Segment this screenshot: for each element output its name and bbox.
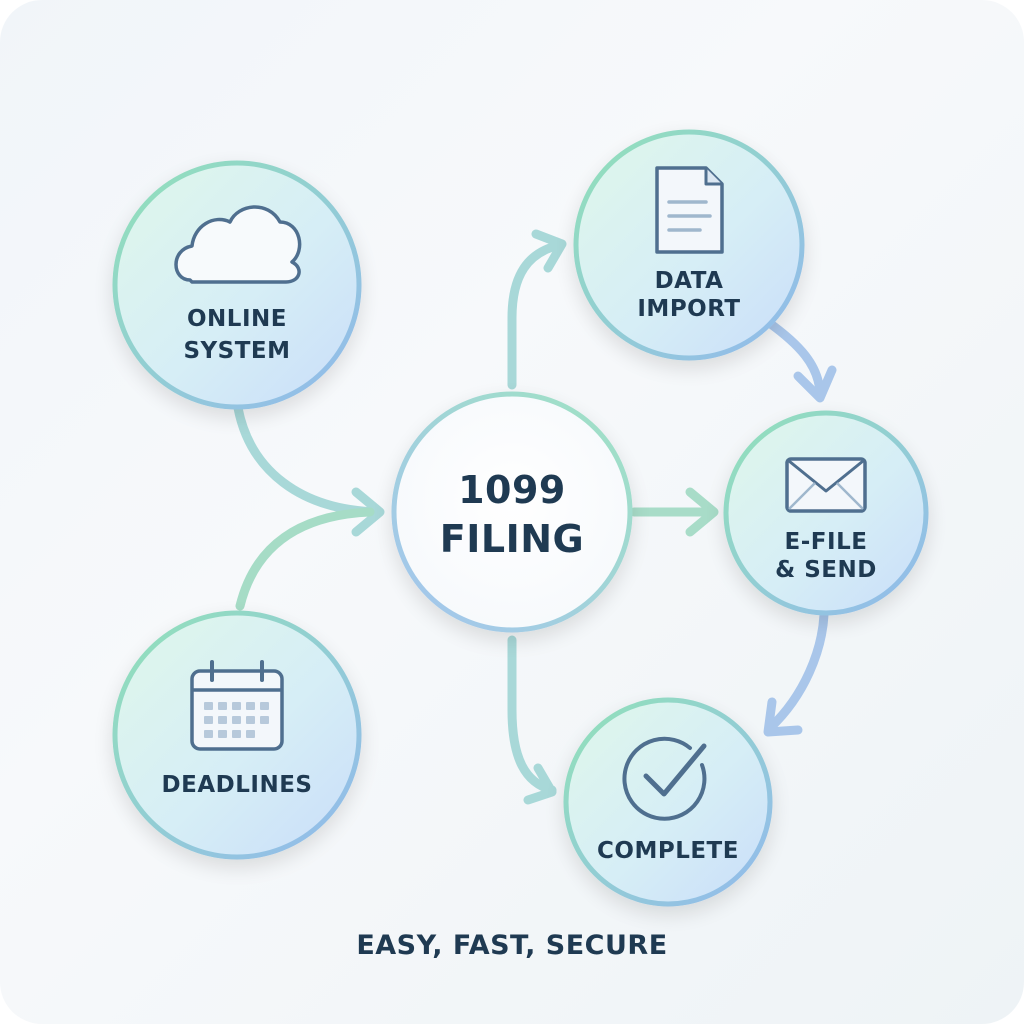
arrow-data-import-to-efile [763, 317, 825, 397]
deadlines-label: DEADLINES [162, 772, 313, 798]
online-system-label-line2: SYSTEM [183, 338, 290, 364]
arrowhead-efile-to-complete [763, 697, 803, 737]
node-center-1099-filing [391, 391, 633, 633]
calendar-icon [190, 660, 284, 751]
node-online-system [112, 160, 362, 410]
center-title-line2: FILING [440, 517, 584, 561]
checkmark-icon [622, 736, 707, 821]
node-efile-send [723, 410, 929, 616]
cloud-icon [174, 205, 302, 284]
arrowhead-center-to-efile [685, 487, 719, 537]
arrowhead-online-to-center [351, 487, 385, 537]
node-complete [563, 697, 773, 907]
arrow-deadlines-to-center [235, 507, 375, 611]
arrow-center-to-data-import [507, 240, 565, 390]
efile-label-line1: E-FILE [785, 529, 868, 555]
arrowhead-data-import-to-efile [793, 365, 837, 403]
document-icon [655, 166, 724, 254]
online-system-label-line1: ONLINE [187, 306, 287, 332]
complete-label: COMPLETE [597, 838, 739, 864]
data-import-label-line1: DATA [655, 268, 724, 294]
data-import-label-line2: IMPORT [637, 296, 740, 322]
arrowhead-center-to-complete [523, 763, 557, 805]
center-title-line1: 1099 [458, 468, 566, 512]
tagline: EASY, FAST, SECURE [356, 930, 668, 961]
arrow-center-to-complete [507, 635, 557, 795]
arrow-efile-to-complete [765, 610, 829, 733]
arrowhead-center-to-data-import [531, 229, 567, 273]
envelope-icon [785, 457, 867, 513]
efile-label-line2: & SEND [775, 557, 877, 583]
